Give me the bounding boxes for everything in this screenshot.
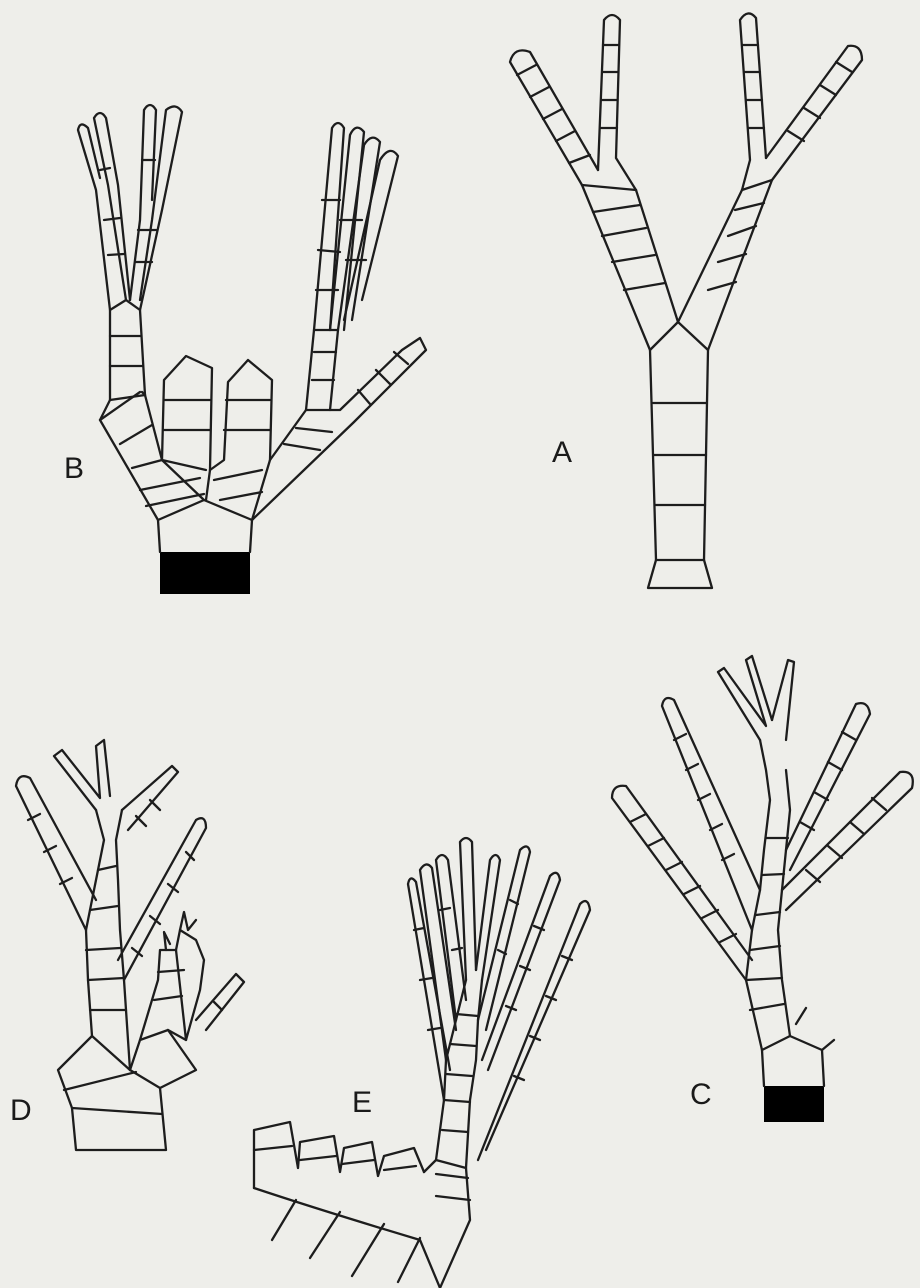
figure-label-c: C: [690, 1078, 712, 1111]
figure-label-e: E: [352, 1086, 372, 1119]
figure-b-basal-segment: [160, 552, 250, 594]
figure-label-a: A: [552, 436, 572, 469]
figure-label-d: D: [10, 1094, 32, 1127]
figure-label-b: B: [64, 452, 84, 485]
figure-c-basal-segment: [764, 1086, 824, 1122]
